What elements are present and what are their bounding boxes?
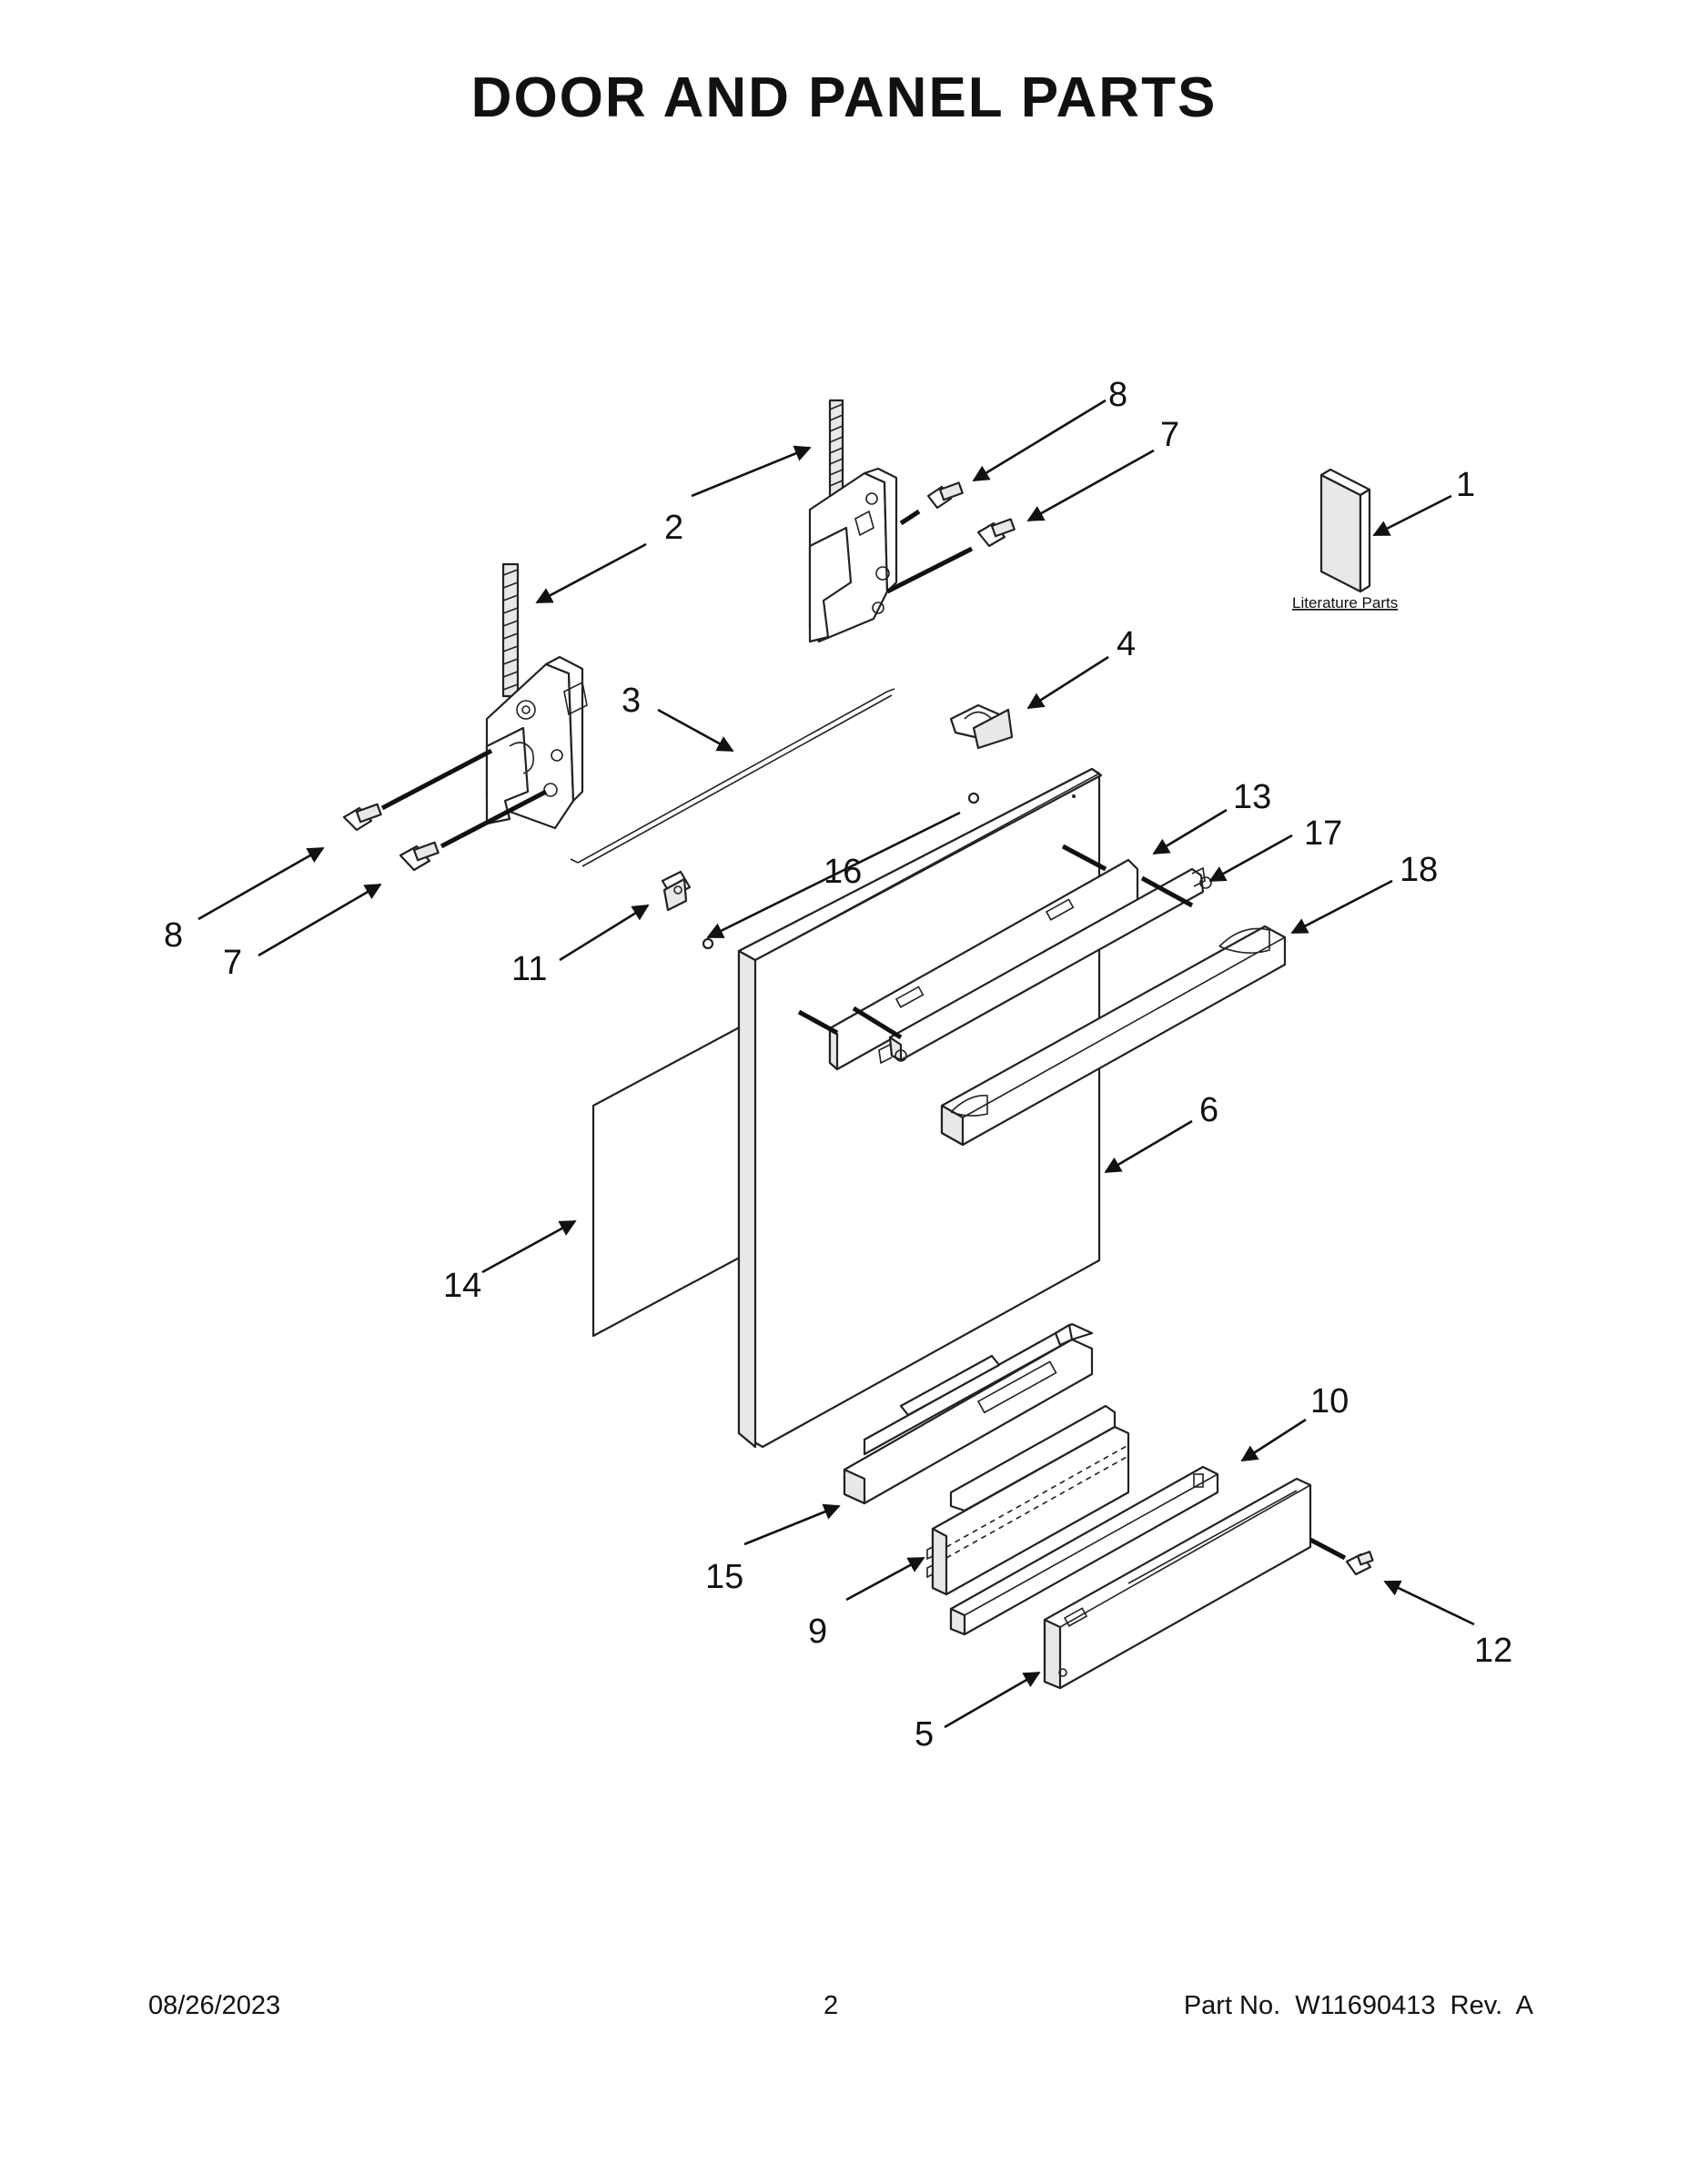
callout-14: 14	[443, 1267, 481, 1305]
callout-17: 17	[1304, 814, 1342, 853]
callout-7a: 7	[1160, 416, 1179, 454]
callout-12: 12	[1474, 1632, 1512, 1670]
footer-part-number: Part No. W11690413 Rev. A	[1183, 1991, 1533, 2020]
door-handle[interactable]	[940, 925, 1287, 1147]
footer-page-number: 2	[824, 1991, 839, 2020]
callout-11: 11	[511, 950, 547, 988]
callout-2: 2	[664, 509, 683, 547]
callout-18: 18	[1400, 851, 1438, 889]
small-bracket[interactable]	[661, 870, 692, 912]
panel-screw-left[interactable]	[702, 937, 714, 950]
callout-numbers: 1 2 3 4 5 6 7 7 8 8 9 10 11 12 13 14 15 …	[164, 376, 1512, 1754]
callout-13: 13	[1233, 778, 1271, 816]
callout-7b: 7	[223, 944, 242, 982]
callout-15: 15	[705, 1558, 743, 1596]
right-hinge-assembly[interactable]	[808, 399, 898, 643]
footer-date: 08/26/2023	[148, 1991, 281, 2020]
hinge-screw-left-lower[interactable]	[399, 789, 548, 872]
page-title: DOOR AND PANEL PARTS	[470, 66, 1218, 129]
callout-3: 3	[622, 682, 641, 720]
callout-8b: 8	[164, 916, 183, 955]
panel-screw-right[interactable]	[967, 792, 980, 804]
callout-10: 10	[1310, 1382, 1349, 1421]
insulation-sheet[interactable]	[591, 1022, 748, 1338]
toe-strip[interactable]	[949, 1465, 1219, 1636]
toe-panel-insulation[interactable]	[926, 1404, 1130, 1596]
left-hinge-assembly[interactable]	[485, 562, 588, 830]
leader-arrows	[197, 399, 1475, 1729]
hinge-screw-right-upper[interactable]	[899, 481, 964, 526]
hinge-screw-left-upper[interactable]	[342, 748, 493, 832]
toe-panel-screw[interactable]	[1309, 1537, 1374, 1576]
lower-foam-insulation[interactable]	[843, 1322, 1094, 1505]
callout-1: 1	[1456, 466, 1475, 504]
door-rod[interactable]	[570, 688, 895, 867]
literature-parts-label: Literature Parts	[1292, 594, 1398, 612]
literature-parts-booklet[interactable]: Literature Parts	[1292, 468, 1398, 612]
callout-16: 16	[824, 853, 862, 891]
callout-5: 5	[915, 1715, 934, 1754]
handle-bracket[interactable]	[852, 866, 1212, 1065]
callout-8a: 8	[1108, 376, 1127, 414]
door-clip[interactable]	[949, 703, 1014, 750]
callout-6: 6	[1199, 1091, 1218, 1129]
hinge-screw-right-lower[interactable]	[885, 518, 1016, 594]
toe-panel[interactable]	[1043, 1477, 1312, 1690]
callout-9: 9	[808, 1613, 827, 1651]
callout-4: 4	[1117, 625, 1136, 663]
